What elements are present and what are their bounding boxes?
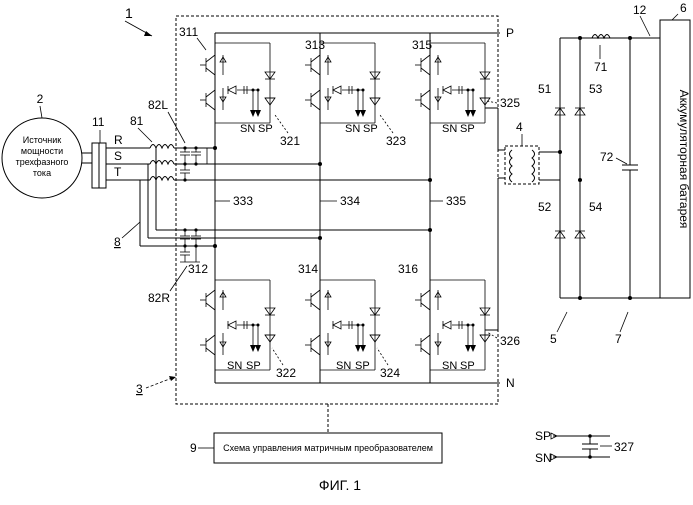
label-53: 53 [589,82,603,96]
label-52: 52 [538,200,552,214]
label-4: 4 [516,120,523,134]
label-SN: SN [535,451,552,465]
switch-cell-316: SN SP 316 326 [398,262,520,372]
label-71: 71 [594,60,608,74]
sp-321: SP [258,123,273,135]
capacitor-filter-82L: 82L [148,98,207,182]
source-text-2: мощности [21,146,63,156]
controller-label: Схема управления матричным преобразовате… [223,443,433,453]
label-334: 334 [340,194,360,208]
label-S: S [114,149,122,163]
label-315: 315 [412,38,432,52]
label-5: 5 [550,332,557,346]
source-text-1: Источник [23,135,61,145]
label-314: 314 [298,262,318,276]
sn-325: SN [442,123,457,135]
label-7: 7 [615,332,622,346]
label-326: 326 [500,334,520,348]
label-6: 6 [680,1,687,15]
matrix-converter-box [176,16,498,404]
label-51: 51 [538,82,552,96]
branch-lines [140,148,430,246]
label-9: 9 [190,441,197,455]
phase-lines [106,145,430,181]
label-325: 325 [500,96,520,110]
transformer-4: 4 [505,120,560,184]
figure-caption: ФИГ. 1 [319,477,361,493]
source-text-4: тока [33,168,51,178]
battery-label: Аккумуляторная батарея [677,90,691,229]
sn-321: SN [240,123,255,135]
sp-322: SP [246,360,261,372]
label-82L: 82L [148,98,168,112]
switch-cell-315: SN SP 315 325 [412,38,520,135]
label-81: 81 [130,114,144,128]
label-3: 3 [136,382,143,396]
sp-325: SP [460,123,475,135]
switch-cell-314: SN SP 314 324 [298,262,400,380]
source-text-3: трехфазного [16,157,69,167]
label-316: 316 [398,262,418,276]
label-2: 2 [37,92,44,106]
label-313: 313 [305,38,325,52]
label-N: N [506,376,515,390]
snubber-327: SP SN 327 [535,429,634,465]
switch-cell-311: SN SP 311 321 [179,25,300,148]
sn-322: SN [227,360,242,372]
label-72: 72 [600,150,614,164]
label-R: R [114,133,123,147]
label-324: 324 [380,366,400,380]
label-312: 312 [188,262,208,276]
sp-324: SP [355,360,370,372]
switch-cell-312: SN SP 312 322 [188,262,296,380]
label-322: 322 [276,366,296,380]
sn-324: SN [336,360,351,372]
sn-323: SN [345,123,360,135]
label-321: 321 [280,134,300,148]
sp-323: SP [363,123,378,135]
label-8: 8 [114,235,121,249]
breaker-11: 11 [92,115,106,188]
label-333: 333 [233,194,253,208]
diode-bridge-5: 51 53 52 54 5 [538,36,660,346]
controller-9: Схема управления матричным преобразовате… [190,404,442,463]
label-323: 323 [386,134,406,148]
battery-6: Аккумуляторная батарея 6 12 [633,1,691,298]
label-SP: SP [535,429,551,443]
label-P: P [506,26,514,40]
label-82R: 82R [148,291,170,305]
label-54: 54 [589,200,603,214]
label-T: T [114,165,122,179]
label-311: 311 [179,25,198,39]
label-11: 11 [92,115,105,129]
label-327: 327 [614,440,634,454]
sn-326: SN [442,360,457,372]
three-phase-source: Источник мощности трехфазного тока 2 [2,92,82,198]
label-1: 1 [125,5,133,21]
label-12: 12 [633,3,647,17]
sp-326: SP [460,360,475,372]
label-335: 335 [446,194,466,208]
